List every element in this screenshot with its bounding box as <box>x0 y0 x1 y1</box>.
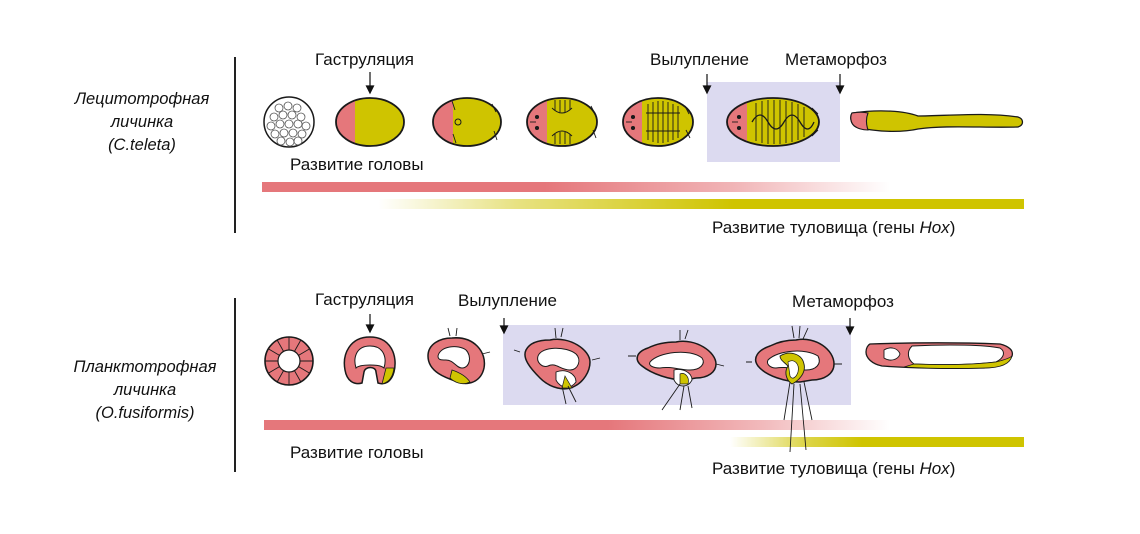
lecitho-trunk-dev-label: Развитие туловища (гены Hox) <box>712 218 955 238</box>
plankto-trunk-dev-suffix: ) <box>949 459 956 478</box>
plankto-stage-5-larva <box>628 329 725 411</box>
lecitho-hatching-label: Вылупление <box>650 50 749 69</box>
lecitho-stage-6-hatched-larva <box>726 97 820 147</box>
lecitho-gastrulation-arrow <box>365 72 375 95</box>
plankto-gastrulation-label: Гаструляция <box>315 290 414 309</box>
plankto-divider <box>234 298 236 472</box>
plankto-metamorphosis-label: Метаморфоз <box>792 292 894 311</box>
plankto-label-line-1: Планктотрофная <box>73 358 217 376</box>
lecitho-head-bar <box>262 182 890 192</box>
lecitho-label-line-2: личинка <box>110 113 174 131</box>
plankto-trunk-dev-prefix: Развитие туловища (гены <box>712 459 920 478</box>
lecitho-hatching-arrow <box>702 74 712 95</box>
lecitho-trunk-dev-suffix: ) <box>949 218 956 237</box>
plankto-trunk-dev-label: Развитие туловища (гены Hox) <box>712 459 955 479</box>
lecitho-juvenile-worm <box>850 110 1024 133</box>
plankto-trunk-dev-genes: Hox <box>919 459 950 478</box>
plankto-stage-1-blastula <box>264 336 314 386</box>
lecitho-stage-1-cleavage-embryo <box>263 96 315 148</box>
lecitho-stage-5-embryo <box>622 97 694 147</box>
lecitho-stage-3-embryo <box>432 97 502 147</box>
plankto-stage-2-gastrula <box>343 336 396 385</box>
plankto-juvenile-worm <box>865 342 1014 370</box>
plankto-stage-3-embryo <box>427 327 491 385</box>
lecitho-trunk-bar <box>378 199 1024 209</box>
plankto-label-line-2: личинка <box>113 381 177 399</box>
plankto-trunk-bar <box>730 437 1024 447</box>
lecitho-divider <box>234 57 236 233</box>
lecitho-stage-4-embryo <box>526 97 598 147</box>
lecitho-trunk-dev-prefix: Развитие туловища (гены <box>712 218 920 237</box>
plankto-gastrulation-arrow <box>365 314 375 334</box>
lecitho-larva-label: Лецитотрофная личинка (C.teleta) <box>42 88 242 157</box>
plankto-stage-4-trochophore <box>513 327 601 405</box>
plankto-larva-label: Планктотрофная личинка (O.fusiformis) <box>45 356 245 425</box>
lecitho-trunk-dev-genes: Hox <box>919 218 950 237</box>
plankto-label-line-3: (O.fusiformis) <box>95 404 195 422</box>
lecitho-label-line-3: (C.teleta) <box>108 136 176 154</box>
lecitho-label-line-1: Лецитотрофная <box>74 90 210 108</box>
plankto-head-dev-label: Развитие головы <box>290 443 424 462</box>
plankto-hatching-label: Вылупление <box>458 291 557 310</box>
lecitho-stage-2-gastrula <box>335 97 405 147</box>
plankto-hatching-arrow <box>499 318 509 335</box>
lecitho-gastrulation-label: Гаструляция <box>315 50 414 69</box>
plankto-head-bar <box>264 420 890 430</box>
plankto-metamorphosis-arrow <box>845 318 855 336</box>
lecitho-head-dev-label: Развитие головы <box>290 155 424 174</box>
lecitho-metamorphosis-label: Метаморфоз <box>785 50 887 69</box>
plankto-stage-6-competent-larva <box>746 325 842 453</box>
lecitho-metamorphosis-arrow <box>835 74 845 95</box>
